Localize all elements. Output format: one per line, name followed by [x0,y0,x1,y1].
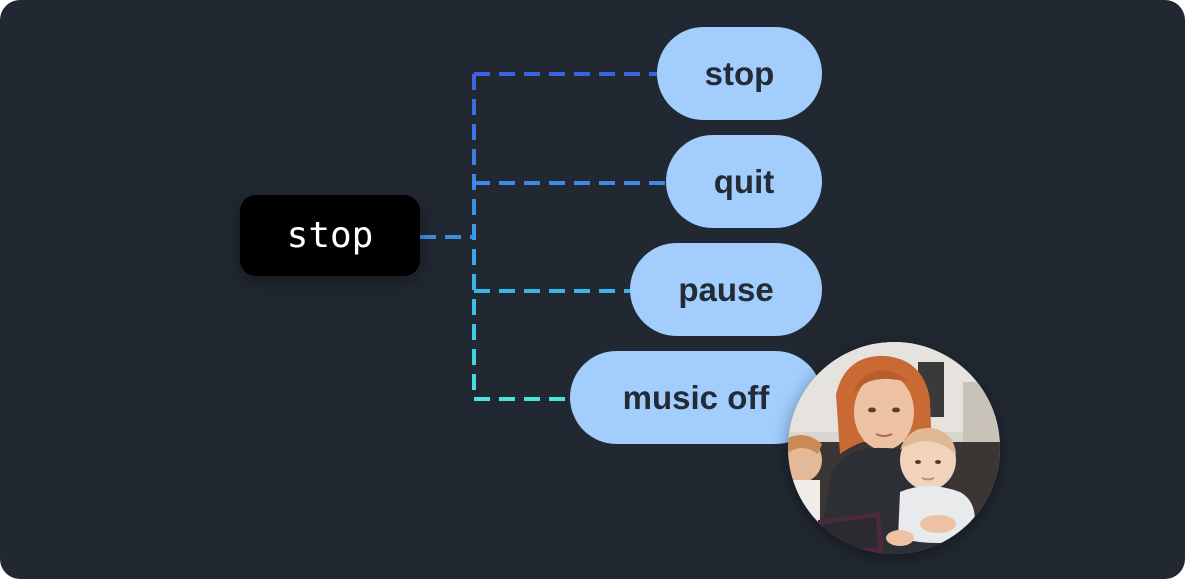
alternative-label: quit [713,162,775,200]
alternative-label: music off [622,378,770,416]
alternative-label: pause [678,270,774,308]
alternative-bubble-quit: quit [666,135,822,228]
alternative-bubble-pause: pause [630,243,822,336]
alternative-label: stop [704,54,775,92]
user-photo-icon [788,342,1000,554]
command-box: stop [240,195,420,276]
alternative-bubble-music-off: music off [570,351,822,444]
command-label: stop [286,215,374,256]
alternative-bubble-stop: stop [657,27,822,120]
